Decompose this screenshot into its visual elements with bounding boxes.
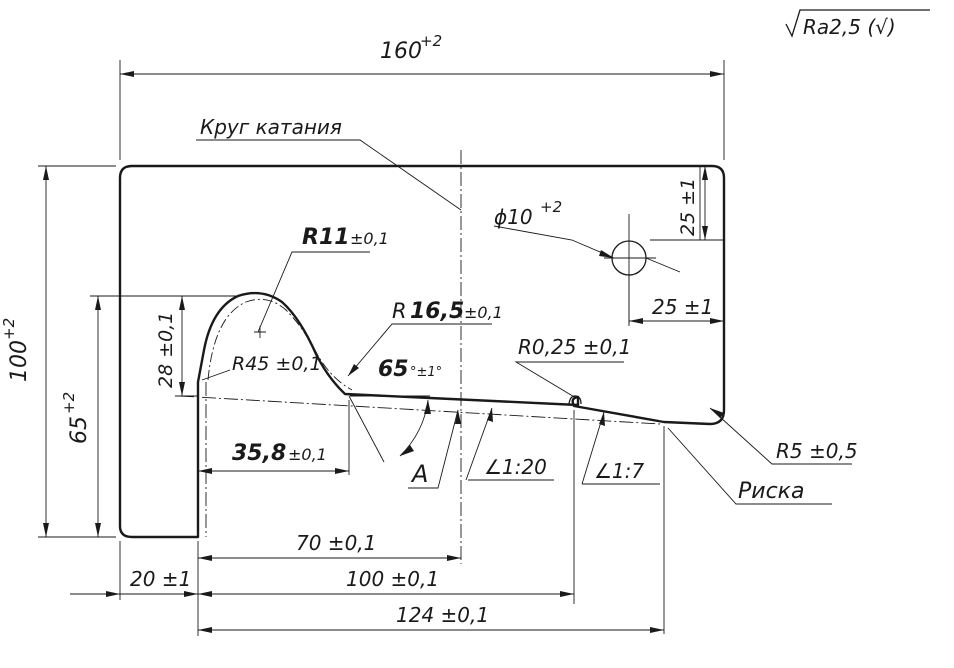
extension-lines (38, 60, 725, 636)
dim-160: 160 (380, 39, 422, 64)
template-outline (118, 164, 726, 539)
dim-hole-diameter-tol: +2 (540, 198, 562, 216)
section-label-a: A (410, 460, 428, 488)
dim-35-8: 35,8 (232, 441, 286, 466)
rolling-profile-line (207, 298, 353, 391)
dim-35-8-tol: ±0,1 (288, 445, 327, 464)
taper-1-20: ∠1:20 (484, 455, 547, 479)
dim-hole-horizontal-25: 25 ±1 (652, 295, 713, 319)
dim-angle-tol: °±1° (410, 365, 442, 380)
dim-28: 28 ±0,1 (155, 312, 177, 388)
dim-r16-tol: ±0,1 (464, 303, 503, 322)
r11-center-mark (254, 326, 266, 338)
dim-hole-diameter: ϕ10 (494, 205, 533, 229)
dim-r45: R45 ±0,1 (232, 353, 322, 375)
dimension-text: 160 +2 100 +2 65 +2 28 ±0,1 R11 ±0,1 R45… (0, 32, 858, 627)
dim-r11: R11 (302, 225, 350, 250)
dim-100-height-tol: +2 (0, 318, 18, 340)
dim-70: 70 ±0,1 (296, 531, 376, 555)
label-rolling-circle: Круг катания (200, 115, 342, 139)
roughness-symbol: Ra2,5 (√) (785, 9, 930, 39)
leader-lines (196, 139, 852, 505)
dim-angle: 65 (378, 357, 409, 382)
dim-r16: 16,5 (410, 299, 464, 324)
dim-100: 100 ±0,1 (346, 567, 439, 591)
dim-160-tol: +2 (420, 32, 442, 50)
scribe-mark-notch (568, 395, 582, 405)
dim-r025: R0,25 ±0,1 (518, 335, 631, 359)
dim-65-height: 65 (67, 416, 92, 444)
dim-20: 20 ±1 (130, 567, 191, 591)
dim-r5: R5 ±0,5 (776, 439, 858, 463)
dim-hole-vertical-25: 25 ±1 (677, 178, 699, 236)
base-reference-line (179, 395, 661, 425)
label-scribe-mark: Риска (738, 479, 804, 504)
dim-r11-tol: ±0,1 (350, 229, 389, 248)
dim-r16-prefix: R (392, 299, 407, 323)
dimension-lines (43, 71, 724, 633)
taper-1-7: ∠1:7 (594, 459, 644, 483)
dim-124: 124 ±0,1 (396, 603, 489, 627)
dim-65-height-tol: +2 (60, 392, 78, 414)
dim-100-height: 100 (7, 340, 32, 382)
roughness-text: Ra2,5 (√) (803, 15, 896, 39)
